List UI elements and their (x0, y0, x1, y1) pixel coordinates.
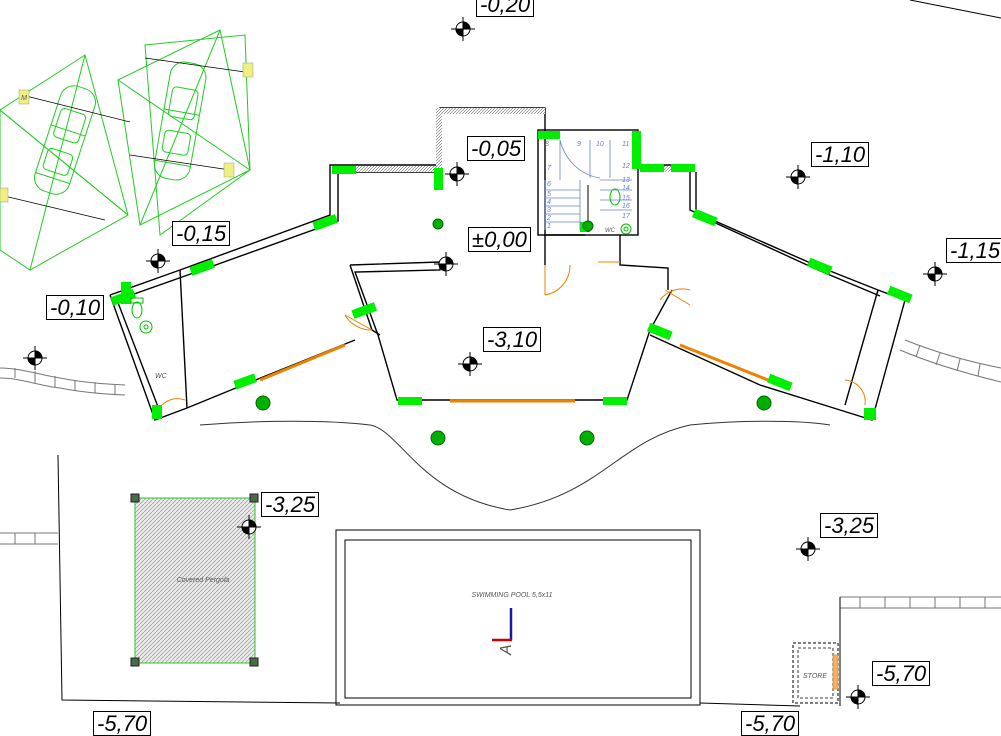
level-marker-icon (451, 17, 475, 41)
level-marker-icon (796, 537, 820, 561)
level-label: -3,25 (820, 513, 879, 538)
tree-icon (255, 395, 271, 411)
staircase (544, 139, 632, 230)
level-label: -5,70 (872, 661, 931, 686)
stair-number: 11 (622, 141, 629, 148)
level-label: -0,15 (172, 221, 231, 246)
store-room (792, 642, 839, 704)
stone-wall-bottom-left (0, 532, 58, 545)
stair-number: 17 (622, 213, 631, 220)
level-label: -3,25 (261, 492, 320, 517)
stair-number: 16 (622, 203, 630, 210)
car-marker-text: M (21, 95, 27, 102)
stair-number: 13 (622, 177, 630, 184)
wc-left-label: WC (155, 373, 168, 380)
level-label: -0,05 (467, 136, 526, 161)
stair-number: 12 (622, 163, 630, 170)
level-label: ±0,00 (468, 227, 531, 252)
stone-wall-left (0, 367, 126, 396)
swimming-pool (335, 529, 701, 706)
level-label: -0,10 (46, 295, 105, 320)
level-marker-icon (445, 162, 469, 186)
pool-label: SWIMMING POOL 5,5x11 (471, 592, 552, 599)
terrace-edge (199, 420, 831, 511)
store-label: STORE (803, 673, 827, 680)
level-marker-icon (846, 685, 870, 709)
level-label: -1,10 (811, 142, 870, 167)
tree-icon (756, 395, 772, 411)
level-marker-icon (786, 165, 810, 189)
site-boundary (57, 0, 1001, 707)
level-marker-icon (237, 515, 261, 539)
stair-number: 15 (622, 195, 630, 202)
tree-icon (582, 220, 594, 232)
stair-number: 8 (545, 141, 549, 148)
stair-number: 5 (547, 191, 551, 198)
stair-number: 9 (577, 141, 581, 148)
windows (110, 131, 913, 420)
garden-trees (255, 218, 772, 446)
pergola-label: Covered Pergola (177, 577, 230, 584)
level-label: -5,70 (741, 711, 800, 736)
stair-number: 4 (547, 199, 551, 206)
section-marker: A (492, 608, 515, 656)
level-label: -5,70 (93, 711, 152, 736)
tree-icon (579, 430, 595, 446)
stair-number: 2 (546, 215, 551, 222)
level-label: -3,10 (483, 327, 542, 352)
stair-numbers: 1 2 3 4 5 6 7 8 9 10 11 12 13 14 15 16 1… (545, 141, 631, 230)
stair-number: 6 (547, 181, 551, 188)
door-swings (161, 261, 866, 406)
car-right (153, 61, 207, 181)
level-label: -1,15 (946, 238, 1001, 263)
stair-number: 1 (547, 223, 551, 230)
wall-hatching (334, 108, 692, 172)
level-marker-icon (458, 352, 482, 376)
stone-wall-right (899, 339, 1001, 383)
tree-icon (430, 430, 446, 446)
level-label: -0,20 (476, 0, 535, 17)
sanitary-fixtures (130, 185, 632, 334)
stair-number: 10 (596, 141, 604, 148)
parking-area (0, 29, 251, 271)
covered-pergola (130, 493, 259, 667)
level-markers (23, 17, 947, 709)
car-left (34, 85, 96, 195)
level-marker-icon (923, 262, 947, 286)
car-markers: M (0, 62, 254, 203)
level-marker-icon (23, 346, 47, 370)
stair-number: 7 (547, 165, 552, 172)
wc-right-label: WC (605, 228, 616, 234)
stair-number: 14 (622, 185, 630, 192)
level-marker-icon (434, 252, 458, 276)
stair-number: 3 (547, 207, 551, 214)
sliding-doors (259, 343, 769, 403)
section-label: A (498, 644, 515, 656)
stone-wall-bottom-right (840, 596, 1001, 609)
level-marker-icon (146, 249, 170, 273)
tree-icon (432, 218, 444, 230)
